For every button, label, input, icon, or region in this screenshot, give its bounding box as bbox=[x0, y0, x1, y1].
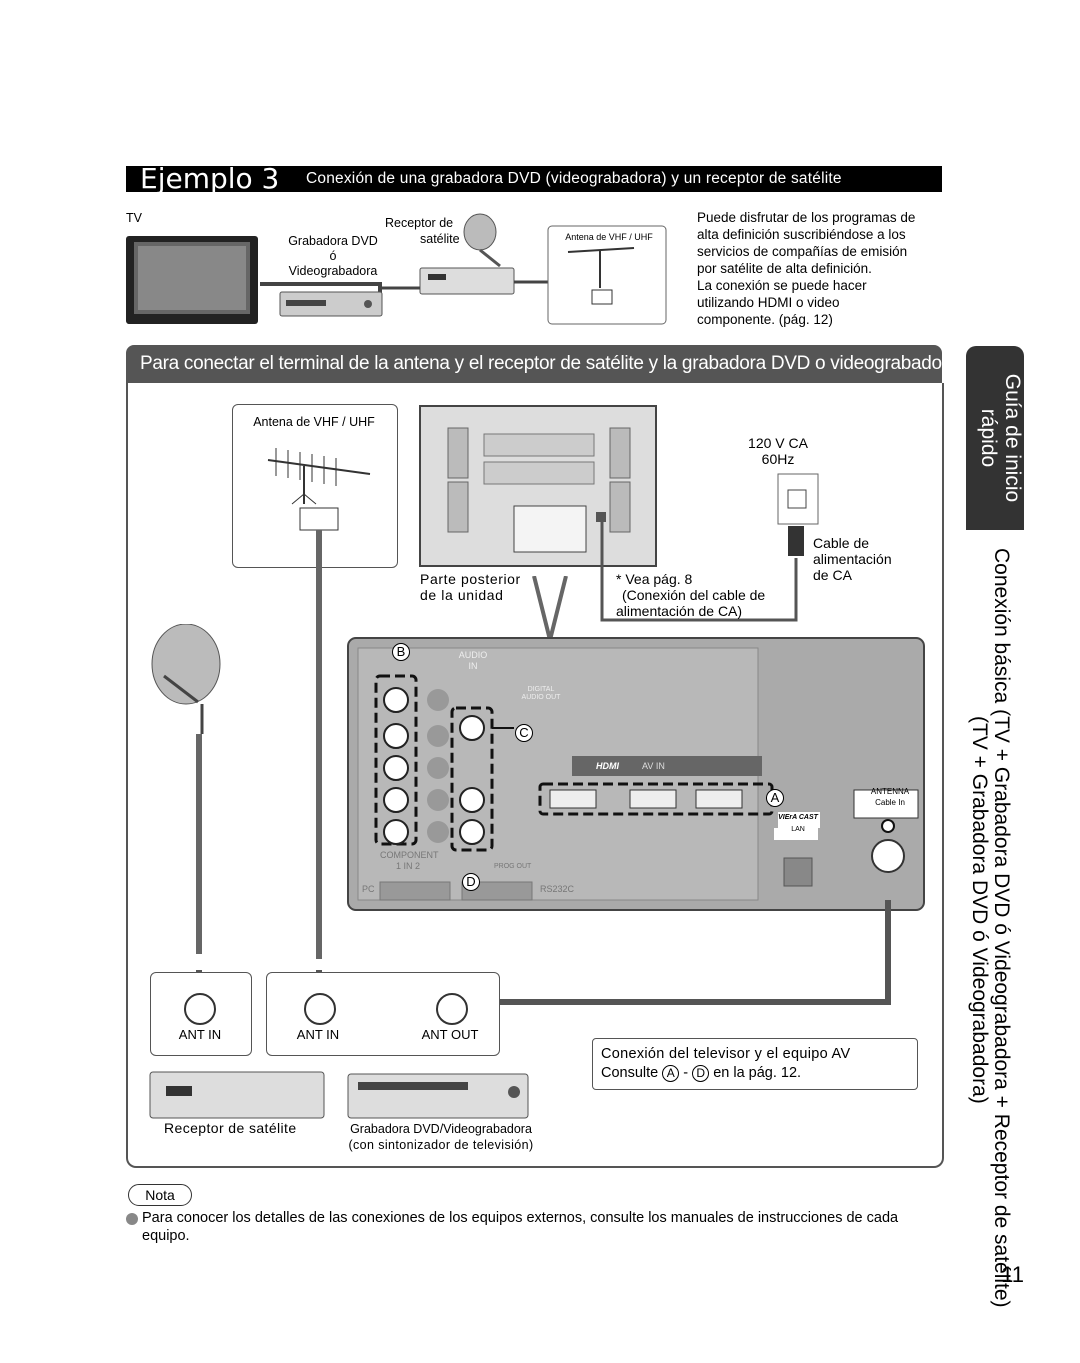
consult-box: Conexión del televisor y el equipo AV Co… bbox=[592, 1038, 918, 1090]
consult-line-2: Consulte A - D en la pág. 12. bbox=[601, 1065, 801, 1082]
overview-note-line: utilizando HDMI o video bbox=[697, 295, 840, 310]
antenna-illustration bbox=[267, 448, 371, 959]
connection-panel bbox=[126, 383, 944, 1168]
panel-digital: DIGITAL AUDIO OUT bbox=[521, 686, 561, 701]
ant-out-connector-icon bbox=[436, 993, 468, 1025]
letter-c: C bbox=[515, 724, 533, 742]
panel-av-in: AV IN bbox=[642, 761, 665, 771]
overview-antenna-label: Antena de VHF / UHF bbox=[565, 232, 653, 242]
ant-out-label: ANT OUT bbox=[421, 1027, 479, 1042]
section-banner-text: Para conectar el terminal de la antena y… bbox=[140, 353, 959, 374]
rear-label-2: de la unidad bbox=[420, 587, 504, 603]
dvd-label-1: Grabadora DVD bbox=[288, 234, 378, 248]
consult-letter-d: D bbox=[692, 1065, 710, 1082]
see-label-3: alimentación de CA) bbox=[616, 603, 743, 619]
dvd-caption-1: Grabadora DVD/Videograbadora bbox=[350, 1122, 532, 1136]
example-title: Ejemplo 3 bbox=[140, 162, 280, 195]
letter-a: A bbox=[766, 789, 784, 807]
panel-hdmi: HDMI bbox=[596, 761, 619, 771]
side-vertical-title: Conexión básica (TV + Grabadora DVD ó Vi… bbox=[962, 548, 1014, 1308]
receiver-caption: Receptor de satélite bbox=[164, 1120, 297, 1136]
ant-in-label-2: ANT IN bbox=[296, 1027, 340, 1042]
nota-label: Nota bbox=[128, 1184, 192, 1206]
panel-viera: VIErA CAST bbox=[778, 814, 818, 821]
example-subtitle: Conexión de una grabadora DVD (videograb… bbox=[306, 170, 842, 187]
satellite-dish-icon bbox=[151, 624, 221, 954]
overview-note: Puede disfrutar de los programas de alta… bbox=[697, 209, 947, 328]
panel-in: 1 IN 2 bbox=[396, 861, 421, 871]
side-tab-text: Guía de inicio rápido bbox=[977, 373, 1024, 503]
letter-b: B bbox=[392, 643, 410, 661]
cable-label-1: Cable de bbox=[813, 535, 870, 551]
side-tab: Guía de inicio rápido bbox=[966, 346, 1024, 530]
consult-text-end: en la pág. 12. bbox=[713, 1065, 802, 1081]
overview-note-line: por satélite de alta definición. bbox=[697, 261, 872, 276]
consult-line-1: Conexión del televisor y el equipo AV bbox=[601, 1046, 851, 1062]
consult-letter-a: A bbox=[662, 1065, 680, 1082]
power-outlet-illustration bbox=[600, 473, 819, 622]
antenna-box bbox=[232, 404, 398, 568]
ant-in-connector-icon bbox=[304, 993, 336, 1025]
panel-cable-in: Cable In bbox=[875, 798, 905, 807]
overview-note-line: servicios de compañías de emisión bbox=[697, 244, 908, 259]
consult-dash: - bbox=[683, 1065, 689, 1081]
dvd-label-2: ó bbox=[329, 249, 337, 263]
example-banner: Ejemplo 3 Conexión de una grabadora DVD … bbox=[126, 162, 942, 195]
overview-note-line: componente. (pág. 12) bbox=[697, 312, 833, 327]
panel-lan: LAN bbox=[791, 826, 805, 833]
panel-prog-out: PROG OUT bbox=[494, 863, 532, 870]
letter-d: D bbox=[462, 873, 480, 891]
panel-rs232c: RS232C bbox=[540, 884, 575, 894]
overview-note-line: alta definición suscribiéndose a los bbox=[697, 227, 906, 242]
tv-label: TV bbox=[126, 211, 142, 225]
tv-rear-illustration bbox=[419, 405, 657, 567]
power-label-2: 60Hz bbox=[761, 451, 795, 467]
overview-note-line: Puede disfrutar de los programas de bbox=[697, 210, 916, 225]
panel-audio-in: AUDIO IN bbox=[458, 650, 488, 671]
panel-pc: PC bbox=[362, 884, 375, 894]
panel-component: COMPONENT bbox=[380, 850, 439, 860]
see-label-1: * Vea pág. 8 bbox=[616, 571, 693, 587]
ant-in-connector-icon bbox=[184, 993, 216, 1025]
side-vertical-line-2: (TV + Grabadora DVD ó Videograbadora) bbox=[968, 716, 991, 1104]
dvd-label-3: Videograbadora bbox=[288, 264, 378, 278]
power-label-1: 120 V CA bbox=[748, 435, 808, 451]
overview-illustration bbox=[126, 213, 667, 325]
rear-label-1: Parte posterior bbox=[420, 571, 521, 587]
page-number: 11 bbox=[1001, 1262, 1024, 1287]
consult-text: Consulte bbox=[601, 1065, 659, 1081]
panel-antenna: ANTENNA bbox=[870, 787, 910, 796]
dvd-caption-2: (con sintonizador de televisión) bbox=[348, 1138, 534, 1152]
receiver-label-1: Receptor de bbox=[385, 216, 454, 230]
receiver-label-2: satélite bbox=[420, 232, 460, 246]
ant-in-label-1: ANT IN bbox=[178, 1027, 222, 1042]
terminal-panel-illustration bbox=[347, 576, 925, 911]
section-banner: Para conectar el terminal de la antena y… bbox=[126, 345, 958, 383]
see-label-2: (Conexión del cable de bbox=[622, 587, 766, 603]
cable-label-2: alimentación bbox=[813, 551, 892, 567]
antenna-label: Antena de VHF / UHF bbox=[253, 415, 375, 429]
nota-text: Para conocer los detalles de las conexio… bbox=[142, 1210, 899, 1244]
overview-note-line: La conexión se puede hacer bbox=[697, 278, 867, 293]
nota-bullet bbox=[126, 1212, 138, 1230]
cable-label-3: de CA bbox=[813, 567, 852, 583]
bottom-devices-illustration bbox=[149, 1071, 529, 1119]
